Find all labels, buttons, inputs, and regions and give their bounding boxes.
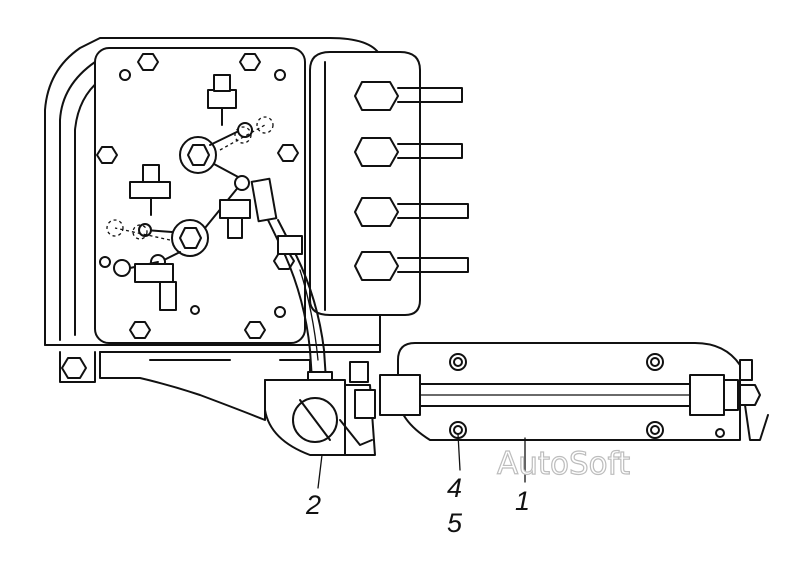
callout-5: 5 <box>447 508 463 538</box>
valve-assembly <box>264 361 376 456</box>
leader-lines <box>317 433 526 489</box>
callout-2: 2 <box>305 490 321 520</box>
callout-4: 4 <box>447 473 462 503</box>
linkage-assembly <box>106 74 274 311</box>
connection-block <box>309 51 469 316</box>
housing-base <box>59 351 311 421</box>
callout-1: 1 <box>515 486 530 516</box>
plate-bolts <box>96 53 299 339</box>
pipe-nuts <box>354 81 399 281</box>
bracket-bolts-4 <box>449 353 664 439</box>
watermark: AutoSoft <box>497 446 630 482</box>
cylinder-bracket-1 <box>379 342 769 441</box>
pipes <box>397 87 469 273</box>
